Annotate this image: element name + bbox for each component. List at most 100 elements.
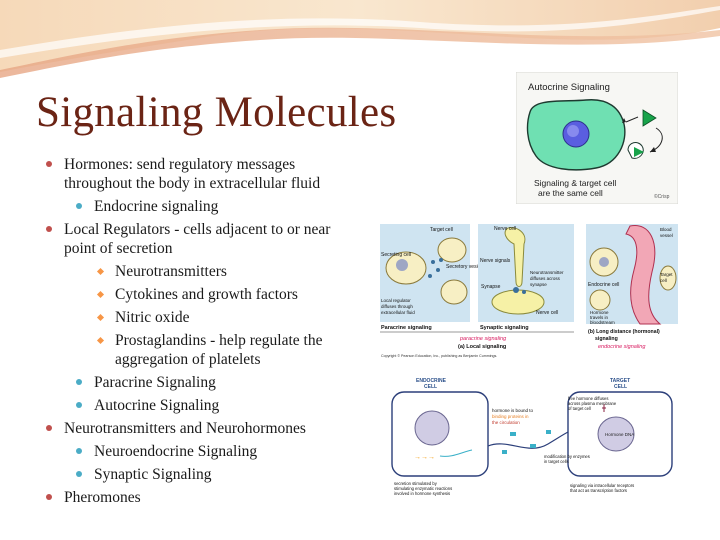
- bullet-item: Neurotransmitters and Neurohormones: [44, 419, 364, 438]
- label-nt-2: diffuses across: [530, 276, 561, 281]
- label-hormone-1: Hormone: [590, 310, 609, 315]
- bullet-marker: [46, 494, 52, 500]
- bullet-text: Paracrine Signaling: [94, 374, 216, 391]
- bullet-text: Local Regulators - cells adjacent to or …: [64, 221, 331, 257]
- label-nerve-cell-bottom: Nerve cell: [536, 310, 558, 316]
- bullet-text: Neuroendocrine Signaling: [94, 443, 258, 460]
- autocrine-heading: Autocrine Signaling: [528, 82, 610, 93]
- label-signaling-2: that act as transcription factors: [570, 488, 627, 493]
- autocrine-caption-1: Signaling & target cell: [534, 178, 616, 188]
- bullet-text: Autocrine Signaling: [94, 397, 220, 414]
- label-free-1: free hormone diffuses: [568, 396, 608, 401]
- label-synaptic: Synaptic signaling: [480, 325, 529, 331]
- label-target-2: cell: [660, 278, 667, 283]
- bullet-text: Cytokines and growth factors: [115, 286, 298, 303]
- bullet-marker: [46, 226, 52, 232]
- label-paracrine: Paracrine signaling: [381, 325, 432, 331]
- bullet-marker: [46, 425, 52, 431]
- label-target-cell: Target cell: [430, 227, 453, 233]
- label-free-2: across plasma membrane: [568, 401, 617, 406]
- label-long-distance-2: signaling: [595, 336, 618, 342]
- bullet-item: Endocrine signaling: [44, 197, 364, 216]
- label-nerve-signals: Nerve signals: [480, 258, 511, 264]
- tag-paracrine: paracrine signaling: [459, 336, 507, 342]
- signal-molecule-icon: [642, 109, 657, 127]
- bullet-marker: [76, 203, 82, 209]
- secretion-arrows: →→→: [414, 454, 435, 461]
- bullet-item: Neurotransmitters: [44, 262, 364, 281]
- label-free-3: of target cell: [568, 406, 591, 411]
- local-signaling-figure: Target cell Secreting cell Secretory ves…: [378, 222, 680, 362]
- label-synapse: Synapse: [481, 284, 501, 290]
- bullet-marker: [96, 313, 105, 322]
- bullet-item: Nitric oxide: [44, 308, 364, 327]
- label-signaling-1: signaling via intracellular receptors: [570, 483, 634, 488]
- label-target-1: Target: [660, 272, 673, 277]
- label-endocrine-cell-title-2: CELL: [424, 384, 437, 390]
- bullet-text: Synaptic Signaling: [94, 466, 212, 483]
- bullet-item: Cytokines and growth factors: [44, 285, 364, 304]
- label-hormone-2: travels in: [590, 315, 609, 320]
- blood-vessel: [625, 225, 662, 325]
- label-long-distance-1: (b) Long distance (hormonal): [588, 329, 660, 335]
- label-nt-3: synapse: [530, 282, 547, 287]
- bullet-marker: [96, 267, 105, 276]
- label-secretory-vesicle: Secretory vesicle: [446, 264, 484, 270]
- bullet-item: Pheromones: [44, 488, 364, 507]
- bullet-text: Prostaglandins - help regulate the aggre…: [115, 332, 323, 368]
- bullet-marker: [96, 336, 105, 345]
- bullet-marker: [76, 379, 82, 385]
- bullet-item: Local Regulators - cells adjacent to or …: [44, 220, 364, 258]
- nerve-cell-top: [504, 227, 526, 287]
- label-diffuses-1: Local regulator: [381, 298, 411, 303]
- target-nucleus: [597, 416, 635, 452]
- autocrine-credit: ©Crisp: [654, 193, 670, 200]
- target-cell: [437, 237, 467, 263]
- label-blood-1: Blood: [660, 227, 672, 232]
- label-secretion-1: secretion stimulated by: [394, 481, 438, 486]
- label-modification-2: in target cells: [544, 459, 569, 464]
- bullet-item: Synaptic Signaling: [44, 465, 364, 484]
- endocrine-target-figure: ENDOCRINE CELL TARGET CELL Hormone DNA →…: [378, 374, 680, 500]
- header-swoosh: [0, 0, 720, 80]
- bullet-marker: [46, 161, 52, 167]
- bullet-list: Hormones: send regulatory messages throu…: [44, 155, 364, 511]
- bullet-marker: [76, 448, 82, 454]
- label-secretion-2: stimulating enzymatic reactions: [394, 486, 452, 491]
- label-hormone-3: bloodstream: [590, 320, 615, 325]
- bullet-text: Neurotransmitters and Neurohormones: [64, 420, 306, 437]
- bullet-text: Pheromones: [64, 489, 141, 506]
- bullet-marker: [76, 471, 82, 477]
- label-secreting-cell: Secreting cell: [381, 252, 411, 258]
- bullet-item: Neuroendocrine Signaling: [44, 442, 364, 461]
- label-blood-2: vessel: [660, 233, 673, 238]
- endocrine-nucleus: [414, 410, 450, 446]
- label-modification-1: modification by enzymes: [544, 454, 590, 459]
- label-target-cell-title-2: CELL: [614, 384, 627, 390]
- label-diffuses-3: extracellular fluid: [381, 310, 415, 315]
- label-endocrine-cell-title-1: ENDOCRINE: [416, 378, 447, 384]
- label-bound-2: binding proteins in: [492, 414, 529, 419]
- label-target-cell-title-1: TARGET: [610, 378, 630, 384]
- slide-title: Signaling Molecules: [36, 89, 397, 136]
- label-nt-1: Neurotransmitter: [530, 270, 564, 275]
- bullet-text: Neurotransmitters: [115, 263, 227, 280]
- autocrine-figure: Autocrine Signaling Signaling & target c…: [516, 72, 678, 204]
- label-bound-3: the circulation: [492, 420, 520, 425]
- bullet-marker: [96, 290, 105, 299]
- label-local-signaling: (a) Local signaling: [458, 344, 506, 350]
- bullet-item: Prostaglandins - help regulate the aggre…: [44, 331, 364, 369]
- label-secretion-3: involved in hormone synthesis: [394, 491, 450, 496]
- bullet-text: Hormones: send regulatory messages throu…: [64, 156, 321, 192]
- figure-copyright: Copyright © Pearson Education, Inc., pub…: [381, 354, 497, 358]
- bullet-item: Paracrine Signaling: [44, 373, 364, 392]
- bullet-item: Hormones: send regulatory messages throu…: [44, 155, 364, 193]
- bullet-text: Endocrine signaling: [94, 198, 219, 215]
- label-endocrine-cell: Endocrine cell: [588, 282, 619, 288]
- label-bound-1: hormone is bound to: [492, 408, 534, 413]
- bullet-item: Autocrine Signaling: [44, 396, 364, 415]
- tag-endocrine: endocrine signaling: [598, 344, 646, 350]
- autocrine-caption-2: are the same cell: [538, 188, 603, 198]
- bullet-text: Nitric oxide: [115, 309, 190, 326]
